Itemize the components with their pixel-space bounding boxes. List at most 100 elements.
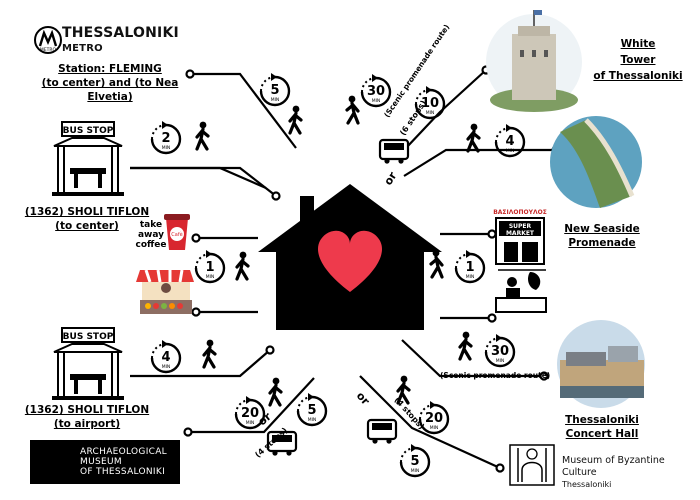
- arch-line1: ARCHAEOLOGICAL: [80, 447, 168, 457]
- line-metro: [190, 72, 297, 149]
- timer-unit: MIN: [466, 274, 475, 280]
- timer-unit: MIN: [246, 420, 255, 426]
- timer-unit: MIN: [162, 145, 171, 151]
- timer-unit: MIN: [496, 358, 505, 364]
- concert-line1: Thessaloniki: [565, 414, 639, 426]
- concert-hall-photo: [557, 320, 645, 408]
- timer-value: 5: [270, 83, 279, 98]
- butcher-counter-icon: [495, 269, 547, 313]
- walking-person-icon-4: [202, 338, 217, 369]
- coffee-label: take away coffee: [134, 220, 168, 250]
- supermarket-brand: ΒΑΣΙΛΟΠΟΥΛΟΣ: [493, 209, 547, 216]
- timer-value: 1: [205, 260, 214, 275]
- bus-airport-line1: (1362) SHOLI TIFLON: [24, 404, 150, 416]
- line-tower: [405, 69, 487, 149]
- tower-stops-note: (6 stops): [398, 99, 428, 137]
- timer-value: 30: [491, 344, 509, 359]
- supermarket-icon: ΒΑΣΙΛΟΠΟΥΛΟΣ SUPER MARKET: [493, 209, 547, 265]
- bus-stop-sign-text-2: BUS STOP: [63, 332, 114, 342]
- timer-value: 10: [421, 96, 439, 111]
- metro-title-line1: THESSALONIKI: [62, 25, 179, 41]
- coffee-cup-icon: Cafè: [164, 214, 190, 250]
- walking-person-icon-8: [429, 248, 444, 279]
- walking-person-icon-6: [345, 93, 360, 125]
- bus-icon-13: [366, 418, 398, 445]
- byzantine-label: Museum of Byzantine Culture Thessaloniki: [562, 455, 700, 491]
- coffee-label-1: take: [139, 220, 163, 230]
- timer-value: 4: [505, 134, 514, 149]
- supermarket-sign-line2: MARKET: [506, 230, 535, 237]
- bus-airport-label: (1362) SHOLI TIFLON (to airport): [12, 403, 162, 431]
- walking-person-icon-2: [195, 119, 210, 151]
- bus-stop-shelter-top-icon: BUS STOP: [52, 121, 124, 196]
- cup-brand-text: Cafè: [171, 231, 182, 238]
- concert-line2: Concert Hall: [565, 428, 639, 440]
- timer-value: 30: [367, 84, 385, 99]
- home-house-icon: [258, 184, 442, 330]
- line-bus-center: [130, 166, 277, 197]
- byzantine-line1: Museum of Byzantine Culture: [562, 455, 665, 478]
- timer-unit: MIN: [426, 110, 435, 116]
- timer-unit: MIN: [308, 417, 317, 423]
- heart-icon: [318, 230, 382, 292]
- archaeological-banner: [30, 440, 180, 484]
- timer-unit: MIN: [411, 468, 420, 474]
- arch-line2: MUSEUM: [80, 457, 122, 467]
- line-byzantine: [359, 375, 501, 470]
- timer-value: 5: [410, 454, 419, 469]
- white-tower-line2: Tower: [620, 54, 656, 66]
- byzantine-logo-icon: [509, 444, 555, 486]
- bus-stop-sign-text: BUS STOP: [63, 126, 114, 136]
- timer-unit: MIN: [430, 425, 439, 431]
- seaside-label: New Seaside Promenade: [554, 222, 650, 250]
- walking-person-icon-9: [458, 330, 473, 361]
- connector-lines: [130, 65, 561, 473]
- bus-airport-line2: (to airport): [53, 418, 121, 430]
- bus-center-line1: (1362) SHOLI TIFLON: [24, 206, 150, 218]
- seaside-promenade-photo: [550, 116, 642, 208]
- line-arch: [188, 377, 315, 434]
- line-bus-airport: [130, 349, 271, 378]
- seaside-line1: New Seaside: [564, 223, 640, 235]
- timer-unit: MIN: [162, 364, 171, 370]
- line-seaside: [403, 148, 556, 177]
- archaeological-label: ARCHAEOLOGICAL MUSEUM OF THESSALONIKI: [80, 447, 167, 477]
- walking-person-icon-7: [466, 121, 481, 153]
- metro-title-line2: METRO: [62, 43, 103, 54]
- white-tower-line3: of Thessaloniki: [593, 70, 683, 82]
- timer-value: 5: [307, 403, 316, 418]
- timer-value: 20: [425, 411, 443, 426]
- tower-or: or: [382, 169, 400, 187]
- timer-unit: MIN: [506, 148, 515, 154]
- white-tower-photo: [486, 10, 582, 112]
- white-tower-line1: White: [620, 38, 656, 50]
- timer-value: 1: [465, 260, 474, 275]
- metro-logo-icon: METRO: [34, 26, 62, 54]
- line-concert: [401, 339, 544, 378]
- walking-person-icon-1: [288, 103, 303, 135]
- metro-station-label: Station: FLEMING (to center) and (to Nea…: [20, 62, 200, 104]
- metro-title: THESSALONIKI METRO: [62, 26, 179, 56]
- concert-label: Thessaloniki Concert Hall: [552, 413, 652, 441]
- bus-icon-11: [378, 138, 410, 165]
- market-stall-icon: [136, 269, 194, 314]
- walking-person-icon-5: [268, 376, 283, 407]
- timer-unit: MIN: [372, 98, 381, 104]
- timer-value: 20: [241, 406, 259, 421]
- timer-unit: MIN: [271, 97, 280, 103]
- arch-line3: OF THESSALONIKI: [80, 467, 166, 477]
- supermarket-sign-line1: SUPER: [509, 223, 532, 230]
- metro-station-line2: (to center) and (to Nea Elvetia): [41, 77, 179, 103]
- metro-mark-text: METRO: [40, 47, 57, 53]
- timer-value: 2: [161, 131, 170, 146]
- white-tower-label: White Tower of Thessaloniki: [588, 36, 688, 84]
- bus-center-label: (1362) SHOLI TIFLON (to center): [12, 205, 162, 233]
